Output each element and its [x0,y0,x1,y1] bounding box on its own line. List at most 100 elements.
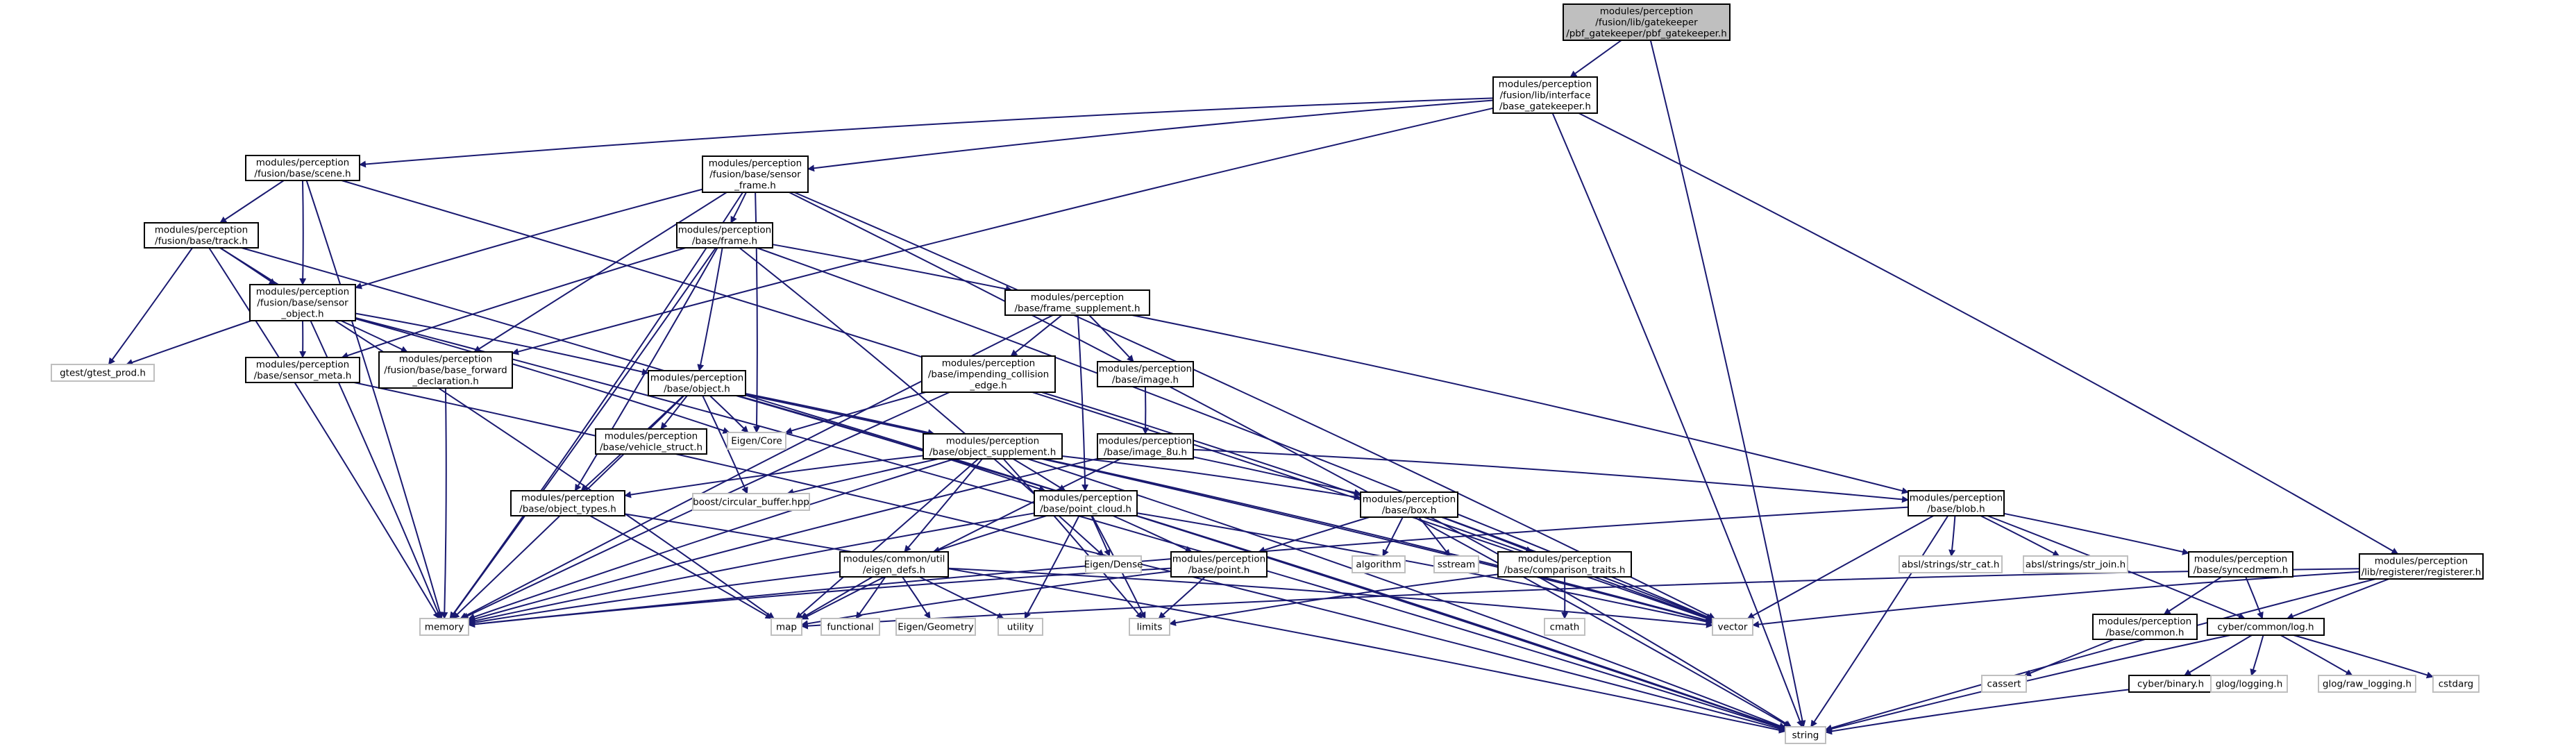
node-object[interactable]: modules/perception/base/object.h [648,370,746,396]
edge-object_supplement-to-object_types [624,455,924,498]
node-label-line: modules/perception [709,158,802,169]
edge-sensor_frame-to-memory [449,192,743,619]
node-impending[interactable]: modules/perception/base/impending_collis… [921,355,1056,393]
edge-sensor_object-to-base_forward [340,320,408,353]
node-label-line: utility [1007,622,1034,633]
node-track[interactable]: modules/perception/fusion/base/track.h [144,222,259,249]
node-log[interactable]: cyber/common/log.h [2207,618,2325,636]
node-point-cloud[interactable]: modules/perception/base/point_cloud.h [1034,490,1138,516]
node-label-line: /lib/registerer/registerer.h [2362,567,2482,578]
node-box [1097,433,1194,460]
edge-point_cloud-to-memory [468,512,1035,625]
node-cmath: cmath [1544,618,1585,636]
edge-point_cloud-to-vector [1136,512,1713,625]
node-box [2318,675,2416,693]
node-label-line: modules/common/util [843,554,945,565]
edge-image_8u-to-box [1193,456,1361,496]
node-binary[interactable]: cyber/binary.h [2128,675,2213,693]
node-label-line: functional [827,622,873,633]
node-label-line: _declaration.h [412,376,479,387]
node-blob[interactable]: modules/perception/base/blob.h [1908,490,2005,516]
node-label-line: algorithm [1356,559,1401,571]
node-eigen-defs[interactable]: modules/common/util/eigen_defs.h [839,551,949,578]
edge-object-to-vector [745,394,1713,624]
node-label-line: cyber/binary.h [2137,679,2204,690]
node-box [2128,675,2213,693]
node-label-line: /base/box.h [1382,505,1437,516]
node-image[interactable]: modules/perception/base/image.h [1097,361,1194,387]
node-box [1433,555,1479,573]
node-box [595,428,707,455]
edge-frame_supplement-to-image [1088,314,1134,362]
node-box [1563,3,1731,41]
edge-eigen_defs-to-map [800,576,873,619]
node-frame-supplement[interactable]: modules/perception/base/frame_supplement… [1004,289,1150,316]
node-box [1360,491,1458,518]
edge-sensor_frame-to-base_forward [473,192,727,353]
node-label-line: string [1792,730,1819,741]
node-label-line: modules/perception [2375,556,2468,567]
node-box [2023,555,2128,573]
node-cstdarg: cstdarg [2432,675,2480,693]
edge-log-to-cstdarg [2293,634,2434,679]
node-registerer[interactable]: modules/perception/lib/registerer/regist… [2359,553,2484,580]
node-label-line: /base_gatekeeper.h [1499,101,1591,112]
edge-root-to-base_gatekeeper [1569,40,1622,78]
nodes-layer: modules/perception/fusion/lib/gatekeeper… [51,3,2484,744]
node-label-line: memory [425,622,464,633]
node-label-line: /fusion/base/track.h [155,236,248,247]
edge-object_supplement-to-map [795,458,979,619]
node-box [2432,675,2480,693]
node-label-line: /eigen_defs.h [863,565,925,576]
node-label-line: limits [1137,622,1163,633]
node-vehicle-struct[interactable]: modules/perception/base/vehicle_struct.h [595,428,707,455]
node-label-line: /base/image_8u.h [1104,447,1187,458]
node-base-forward[interactable]: modules/perception/fusion/base/base_forw… [378,351,513,389]
edge-frame-to-frame_supplement [772,244,1013,293]
node-sensor-frame[interactable]: modules/perception/fusion/base/sensor_fr… [702,155,809,193]
edge-frame-to-object [697,247,723,371]
node-box [1544,618,1585,636]
node-label-line: modules/perception [256,158,349,169]
node-box [510,490,625,516]
node-vector: vector [1712,618,1753,636]
node-label-line: modules/perception [256,287,349,298]
node-box [839,551,949,578]
node-circular-buffer: boost/circular_buffer.hpp [692,493,810,511]
node-label-line: modules/perception [1099,364,1192,375]
node-object-types[interactable]: modules/perception/base/object_types.h [510,490,625,516]
node-label-line: /base/comparison_traits.h [1504,565,1626,576]
node-box [921,355,1056,393]
node-root[interactable]: modules/perception/fusion/lib/gatekeeper… [1563,3,1731,41]
node-label-line: /base/object_supplement.h [929,447,1057,458]
node-object-supplement[interactable]: modules/perception/base/object_supplemen… [923,433,1063,460]
node-common[interactable]: modules/perception/base/common.h [2092,614,2198,640]
edge-point_cloud-to-eigen_defs [932,515,1047,553]
node-scene[interactable]: modules/perception/fusion/base/scene.h [245,155,360,181]
node-image-8u[interactable]: modules/perception/base/image_8u.h [1097,433,1194,460]
edge-object_supplement-to-eigen_defs [904,458,983,553]
node-label-line: _object.h [280,309,323,320]
node-syncedmem[interactable]: modules/perception/base/syncedmem.h [2188,551,2293,578]
node-label-line: /base/syncedmem.h [2194,565,2289,576]
node-frame[interactable]: modules/perception/base/frame.h [676,222,773,249]
node-glog-raw: glog/raw_logging.h [2318,675,2416,693]
node-box[interactable]: modules/perception/base/box.h [1360,491,1458,518]
edge-frame-to-sensor_meta [341,247,686,359]
node-sensor-meta[interactable]: modules/perception/base/sensor_meta.h [245,357,360,383]
edge-sensor_frame-to-sensor_object [355,188,703,289]
node-sensor-object[interactable]: modules/perception/fusion/base/sensor_ob… [249,284,356,321]
node-label-line: /base/vehicle_struct.h [600,442,702,453]
node-box [1497,551,1632,578]
node-box [676,222,773,249]
node-sstream: sstream [1433,555,1479,573]
node-box [144,222,259,249]
node-point[interactable]: modules/perception/base/point.h [1170,551,1268,578]
node-box [1129,618,1170,636]
node-comparison[interactable]: modules/perception/base/comparison_trait… [1497,551,1632,578]
node-utility: utility [997,618,1043,636]
node-eigen-core: Eigen/Core [727,432,786,450]
node-base-gatekeeper[interactable]: modules/perception/fusion/lib/interface/… [1492,76,1598,114]
node-box [245,357,360,383]
edge-base_gatekeeper-to-string [1551,112,1803,727]
